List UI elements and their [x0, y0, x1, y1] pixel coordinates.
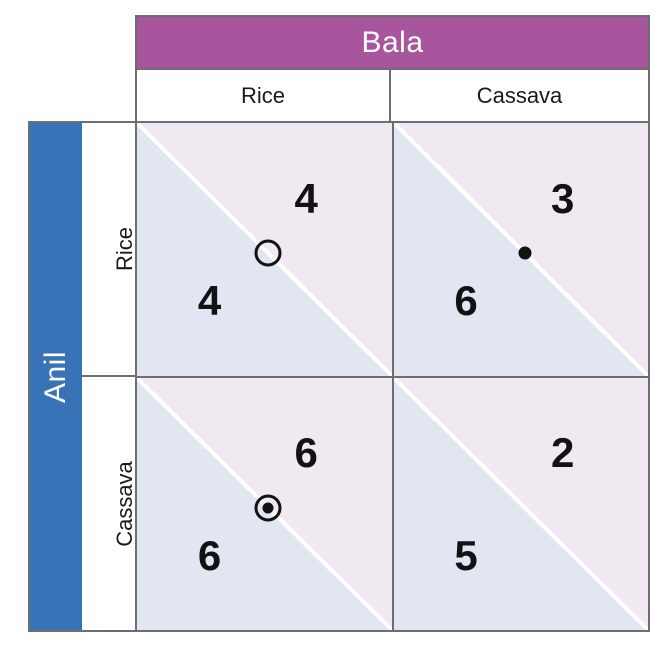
bala-payoff-rice-cassava: 3: [551, 174, 575, 222]
column-player-name: Bala: [361, 25, 424, 59]
column-strategy-rice-label: Rice: [240, 82, 285, 108]
bala-payoff-rice-rice: 4: [294, 174, 318, 222]
anil-payoff-cassava-cassava: 5: [454, 531, 478, 579]
anil-payoff-cassava-rice: 6: [197, 531, 222, 579]
column-strategy-row: Rice Cassava: [137, 70, 648, 121]
bala-payoff-cassava-rice: 6: [294, 429, 318, 477]
cell-cassava-rice: 6 6: [137, 377, 392, 630]
circled-dot-marker: [254, 494, 282, 522]
anil-payoff-rice-cassava: 6: [454, 277, 478, 324]
column-strategy-cassava-label: Cassava: [476, 82, 563, 108]
anil-payoff-rice-rice: 4: [197, 277, 222, 324]
cell-rice-rice: 4 4: [137, 123, 392, 376]
bala-payoff-cassava-cassava: 2: [551, 429, 575, 477]
column-strategy-cassava: Cassava: [391, 70, 648, 121]
row-strategy-cassava-label: Cassava: [111, 460, 137, 547]
row-player-name: Anil: [39, 350, 73, 403]
row-strategy-rice: Rice: [82, 123, 168, 377]
column-strategy-rice: Rice: [137, 70, 391, 121]
column-header-block: Bala Rice Cassava: [135, 15, 650, 121]
row-strategy-rice-label: Rice: [111, 226, 137, 272]
payoff-grid: 4 4 3 6 6 6 2 5: [135, 121, 650, 632]
column-player-bar: Bala: [137, 17, 648, 70]
cell-rice-cassava: 3 6: [393, 123, 648, 376]
cell-cassava-cassava: 2 5: [393, 377, 648, 630]
filled-dot-marker: [518, 246, 532, 260]
row-header-block: Anil Rice Cassava: [28, 121, 168, 632]
row-player-bar: Anil: [30, 123, 83, 630]
open-circle-marker: [254, 239, 282, 267]
